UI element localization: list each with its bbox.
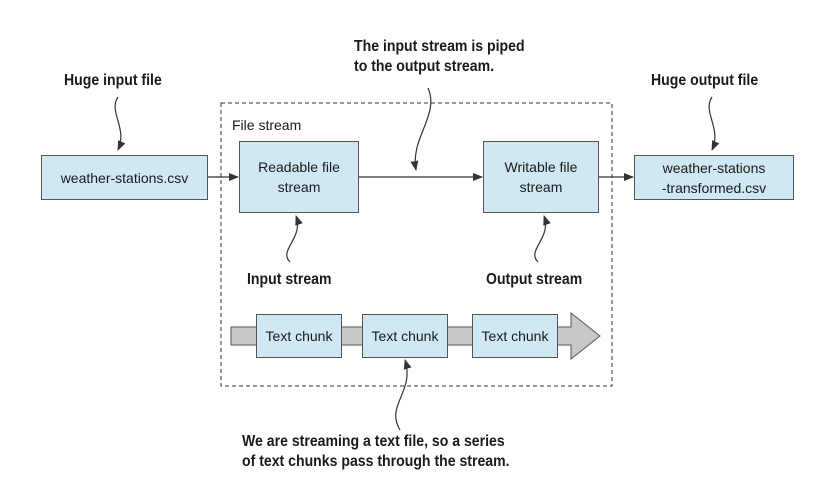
- callout-huge-input: [114, 96, 126, 151]
- input-file-box: weather-stations.csv: [41, 155, 208, 200]
- huge-output-file-label: Huge output file: [651, 72, 759, 89]
- text-chunk-2: Text chunk: [362, 314, 448, 358]
- text-chunk-1: Text chunk: [256, 314, 342, 358]
- text-chunk-3: Text chunk: [472, 314, 558, 358]
- callout-input-stream: [286, 215, 303, 263]
- callout-huge-output: [708, 96, 720, 151]
- container-label: File stream: [232, 117, 302, 133]
- callout-pipe: [410, 87, 432, 171]
- file-stream-container: [220, 102, 613, 387]
- readable-stream-box: Readable file stream: [239, 141, 359, 213]
- huge-input-file-label: Huge input file: [64, 72, 162, 89]
- callout-streaming: [395, 359, 412, 431]
- streaming-note: We are streaming a text file, so a serie…: [242, 433, 510, 470]
- pipe-note: The input stream is piped to the output …: [354, 38, 525, 75]
- writable-stream-box: Writable file stream: [483, 141, 599, 213]
- input-stream-label: Input stream: [247, 271, 332, 288]
- output-stream-label: Output stream: [486, 271, 583, 288]
- output-file-box: weather-stations -transformed.csv: [634, 155, 794, 200]
- callout-output-stream: [534, 215, 551, 263]
